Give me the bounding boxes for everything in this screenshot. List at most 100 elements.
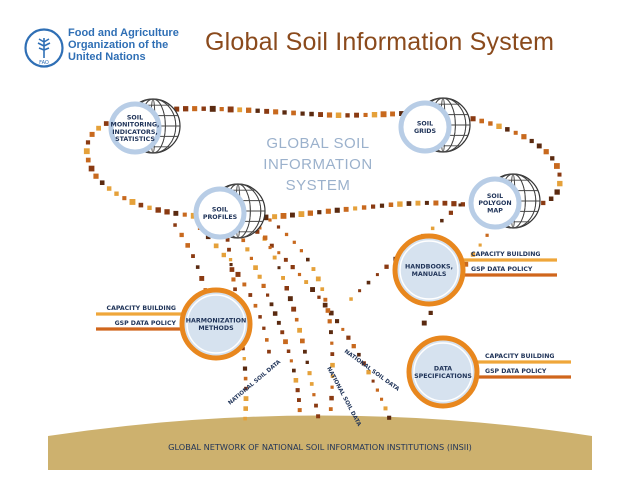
tag-label: GSP DATA POLICY <box>471 266 533 273</box>
trail-dot <box>291 306 297 312</box>
trail-dot <box>295 388 300 393</box>
trail-dot <box>317 295 321 299</box>
trail-dot <box>173 210 179 216</box>
trail-dot <box>328 310 334 316</box>
trail-dot <box>269 302 274 307</box>
trail-dot <box>229 267 235 272</box>
trail-dot <box>297 408 302 413</box>
trail-dot <box>235 271 241 277</box>
trail-dot <box>323 297 328 302</box>
trail-dot <box>114 191 119 196</box>
trail-dot <box>330 362 335 368</box>
trail-dot <box>335 112 342 118</box>
trail-dot <box>246 107 252 113</box>
trail-dot <box>255 229 260 234</box>
ground-label: GLOBAL NETWORK OF NATIONAL SOIL INFORMAT… <box>168 442 472 452</box>
trail-dot <box>291 110 296 116</box>
fao-emblem-icon: FAO <box>24 28 64 68</box>
trail-dot <box>310 287 315 292</box>
trail-dot <box>470 252 476 257</box>
trail-dot <box>557 180 563 187</box>
globe-label: MONITORING, <box>111 122 160 129</box>
trail-dot <box>173 223 177 227</box>
trail-dot <box>88 165 95 172</box>
org-line: United Nations <box>68 51 146 63</box>
globe-label-disc <box>108 101 162 155</box>
trail-dot <box>317 210 322 215</box>
trail-dot <box>327 319 332 324</box>
trail-dot <box>106 186 112 191</box>
hub-label: MANUALS <box>412 271 447 278</box>
trail-dot <box>320 287 325 291</box>
trail-dot <box>346 335 351 340</box>
trail-dot <box>93 173 99 179</box>
trail-dot <box>307 210 313 216</box>
trail-dot <box>155 207 161 213</box>
trail-dot <box>277 251 281 255</box>
trail-dot <box>248 293 253 297</box>
globe-label-disc <box>468 176 522 230</box>
trail-dot <box>292 240 296 244</box>
trail-dot <box>330 374 335 378</box>
trail-dot <box>183 106 189 112</box>
trail-dot <box>366 370 371 375</box>
trail-dot <box>399 111 404 116</box>
trail-dot <box>164 209 170 215</box>
trail-dot <box>85 140 91 145</box>
trail-dot <box>448 210 453 215</box>
trail-dot <box>536 143 542 149</box>
trail-dot <box>229 263 233 267</box>
trail-dot <box>371 379 375 383</box>
trail-dot <box>241 238 246 243</box>
trail-dot <box>470 116 476 122</box>
trail-dot <box>281 276 285 280</box>
trail-dot <box>83 148 90 155</box>
trail-dot <box>300 338 305 344</box>
hub-label: SPECIFICATIONS <box>414 373 472 380</box>
trail-dot <box>242 357 246 361</box>
trail-dot <box>103 121 109 126</box>
trail-dot <box>406 201 412 206</box>
trail-dot <box>272 214 278 220</box>
trail-dot <box>314 403 318 408</box>
globe-label-disc <box>193 186 247 240</box>
trail-dot <box>325 308 331 313</box>
trail-dot <box>257 274 262 279</box>
trail-dot <box>380 397 384 401</box>
trail-dot <box>264 108 270 114</box>
trail-dot <box>479 118 484 124</box>
trail-dot <box>276 225 281 229</box>
trail-dot <box>463 261 469 267</box>
tag-label: CAPACITY BUILDING <box>471 251 540 258</box>
org-line: Food and Agriculture <box>68 27 179 39</box>
trail-dot <box>375 388 379 392</box>
trail-dot <box>272 311 278 316</box>
org-line: Organization of the <box>68 39 169 51</box>
trail-dot <box>358 289 362 293</box>
trail-dot <box>315 276 321 282</box>
trail-dot <box>185 243 190 248</box>
trail-dot <box>284 286 289 291</box>
trail-dot <box>322 302 328 308</box>
trail-dot <box>554 189 560 195</box>
trail-dot <box>306 257 310 262</box>
trail-dot <box>363 112 368 117</box>
trail-dot <box>330 341 334 345</box>
trail-dot <box>268 246 272 250</box>
trail-dot <box>228 258 233 262</box>
trail-dot <box>361 361 366 366</box>
trail-dot <box>258 226 262 230</box>
tag-label: CAPACITY BUILDING <box>107 305 176 312</box>
trail-dot <box>283 339 288 345</box>
trail-dot <box>299 249 303 253</box>
trail-dot <box>548 196 554 201</box>
trail-dot <box>192 106 198 112</box>
trail-dot <box>179 232 184 238</box>
trail-dot <box>316 414 321 419</box>
